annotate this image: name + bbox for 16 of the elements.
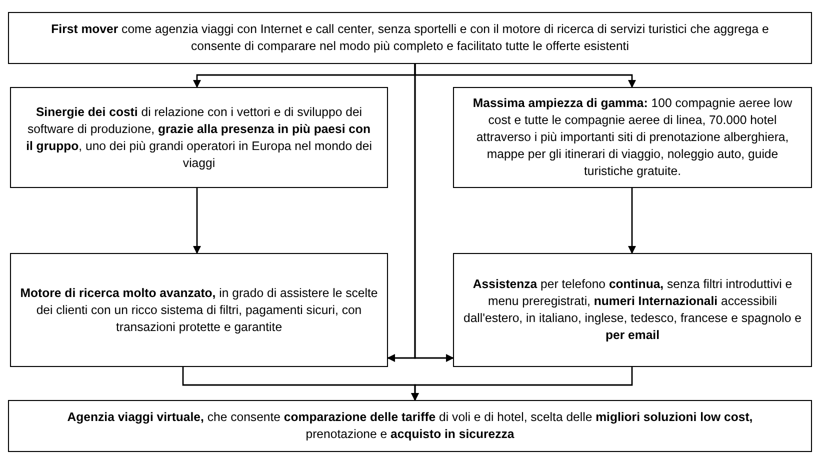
text-box	[453, 87, 812, 188]
arrow	[628, 188, 636, 254]
text-box	[8, 12, 812, 64]
text-box	[10, 253, 388, 367]
box-text: First mover come agenzia viaggi con Internet e call center, senza sportelli e con il motore di ricerca di servizi turistici che aggrega e consente di comparare nel modo più completo e facilitato tutte le offerte esistenti	[50, 21, 770, 55]
text-box	[453, 253, 812, 367]
box-text: Massima ampiezza di gamma: 100 compagnie aeree low cost e tutte le compagnie aeree di linea, 70.000 hotel attraverso i più importanti siti di prenotazione alberghiera, mappe per gli itinerari di viaggio, noleggio auto, guide turistiche gratuite.	[472, 95, 794, 180]
box-text: Motore di ricerca molto avanzato, in grado di assistere le scelte dei clienti con un ricco sistema di filtri, pagamenti sicuri, con transazioni protette e garantite	[19, 284, 379, 336]
box-text: Assistenza per telefono continua, senza filtri introduttivi e menu preregistrati, numeri Internazionali accessibili dall'estero, in italiano, inglese, tedesco, francese e spagnolo e per email	[462, 276, 802, 344]
arrow	[414, 64, 454, 362]
arrow	[411, 367, 633, 401]
arrow	[193, 188, 201, 254]
text-box	[10, 87, 388, 188]
text-box	[8, 400, 812, 452]
box-text: Sinergie dei costi di relazione con i vettori e di sviluppo dei software di produzione, grazie alla presenza in più paesi con il gruppo, uno dei più grandi operatori in Europa nel mondo dei viaggi	[25, 104, 373, 172]
box-text: Agenzia viaggi virtuale, che consente comparazione delle tariffe di voli e di hotel, scelta delle migliori soluzioni low cost, prenotazione e acquisto in sicurezza	[66, 409, 754, 443]
